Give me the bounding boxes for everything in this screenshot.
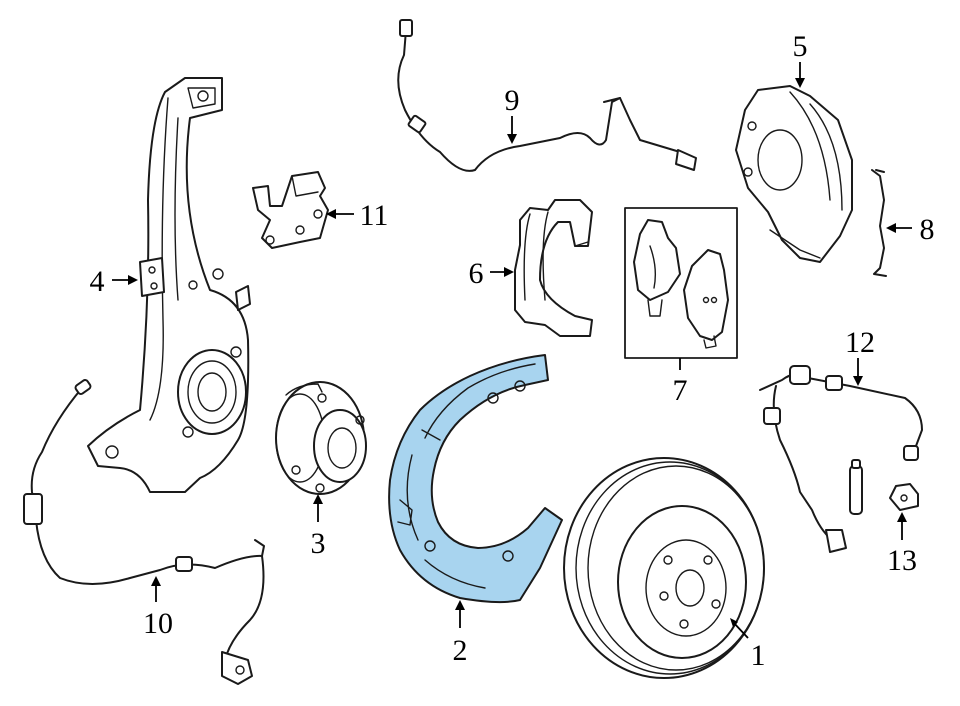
callout-11[interactable]: 11 [360,199,389,232]
part-wheel-hub[interactable] [275,381,367,495]
callout-13[interactable]: 13 [887,544,917,577]
part-splash-shield[interactable] [388,354,563,604]
splash-shield-fill [388,354,563,604]
callout-9[interactable]: 9 [505,84,520,117]
part-caliper-bracket[interactable] [514,199,593,337]
callout-7[interactable]: 7 [673,374,688,407]
part-anti-rattle-spring[interactable] [871,169,887,277]
callout-10[interactable]: 10 [143,607,173,640]
callout-5[interactable]: 5 [793,30,808,63]
callout-6[interactable]: 6 [469,257,484,290]
part-sensor-clip[interactable] [889,483,919,511]
callout-4[interactable]: 4 [90,265,105,298]
callout-12[interactable]: 12 [845,326,875,359]
part-wheel-speed-sensor-right[interactable] [759,365,923,553]
callout-1[interactable]: 1 [751,639,766,672]
callout-8[interactable]: 8 [920,213,935,246]
leader-lines [112,62,912,639]
callout-2[interactable]: 2 [453,634,468,667]
part-mounting-bracket[interactable] [252,171,329,249]
callout-labels: 1 2 3 4 5 6 7 8 9 10 11 12 13 [90,30,935,672]
part-sensor-wire-top[interactable] [397,19,697,172]
part-steering-knuckle[interactable] [87,77,251,493]
part-brake-pads[interactable] [624,207,738,359]
callout-3[interactable]: 3 [311,527,326,560]
part-wheel-speed-sensor-left[interactable] [23,379,265,685]
part-brake-rotor[interactable] [563,457,765,679]
part-brake-caliper[interactable] [735,85,853,263]
